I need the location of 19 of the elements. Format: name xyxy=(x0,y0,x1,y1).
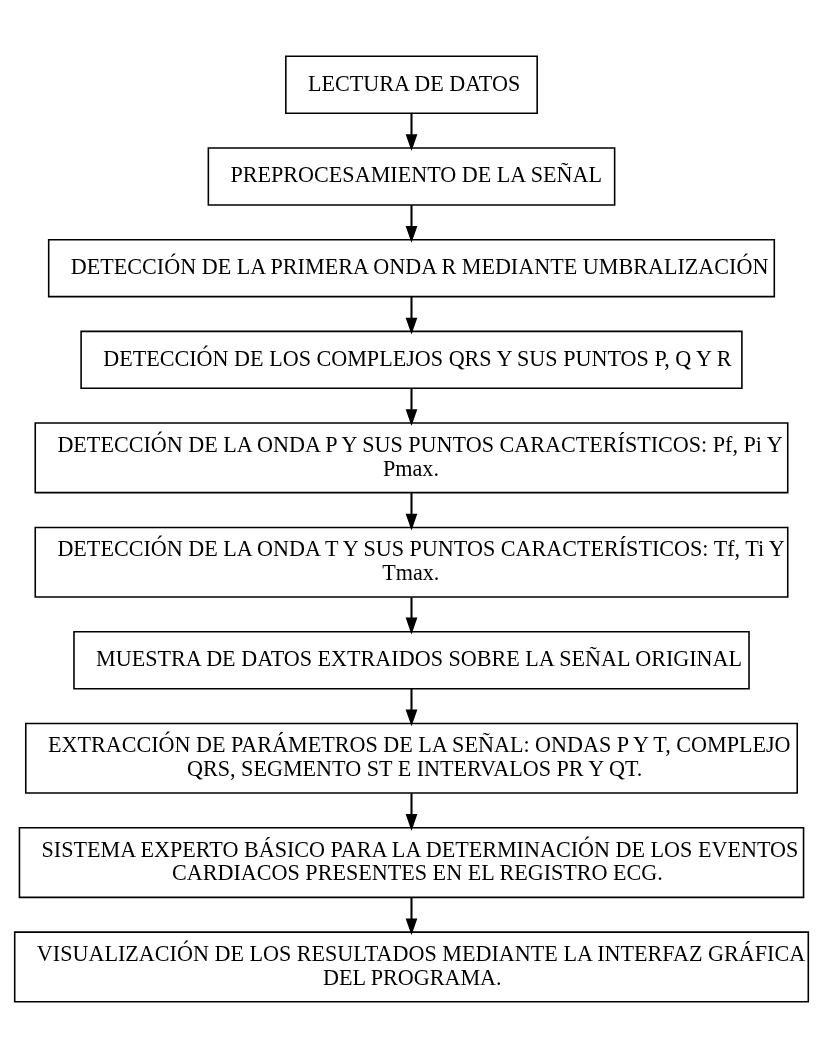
arrow xyxy=(405,492,418,531)
node-box: VISUALIZACIÓN DE LOS RESULTADOS MEDIANTE LA INTERFAZ GRÁFICA DEL PROGRAMA. xyxy=(13,930,810,1002)
node-box: DETECCIÓN DE LA PRIMERA ONDA R MEDIANTE UMBRALIZACIÓN xyxy=(47,238,776,297)
arrow xyxy=(405,597,418,634)
node-box: EXTRACCIÓN DE PARÁMETROS DE LA SEÑAL: ONDAS P Y T, COMPLEJO QRS, SEGMENTO ST E INTERVALOS PR Y QT. xyxy=(25,722,798,794)
arrow xyxy=(405,112,418,151)
node-box: SISTEMA EXPERTO BÁSICO PARA LA DETERMINACIÓN DE LOS EVENTOS CARDIACOS PRESENTES EN EL REGISTRO ECG. xyxy=(18,826,805,898)
arrow xyxy=(405,204,418,243)
node-box: DETECCIÓN DE LA ONDA T Y SUS PUNTOS CARACTERÍSTICOS: Tf, Ti Y Tmax. xyxy=(34,526,789,598)
arrow xyxy=(405,387,418,426)
node-box: MUESTRA DE DATOS EXTRAIDOS SOBRE LA SEÑAL ORIGINAL xyxy=(73,630,750,689)
node-box: DETECCIÓN DE LA ONDA P Y SUS PUNTOS CARACTERÍSTICOS: Pf, Pi Y Pmax. xyxy=(34,421,789,493)
arrow xyxy=(405,688,418,726)
node-box: LECTURA DE DATOS xyxy=(285,55,538,114)
node-box: DETECCIÓN DE LOS COMPLEJOS QRS Y SUS PUNTOS P, Q Y R xyxy=(80,330,743,389)
node-box: PREPROCESAMIENTO DE LA SEÑAL xyxy=(207,146,616,206)
arrow xyxy=(405,296,418,334)
arrow xyxy=(405,897,418,935)
arrow xyxy=(405,793,418,831)
